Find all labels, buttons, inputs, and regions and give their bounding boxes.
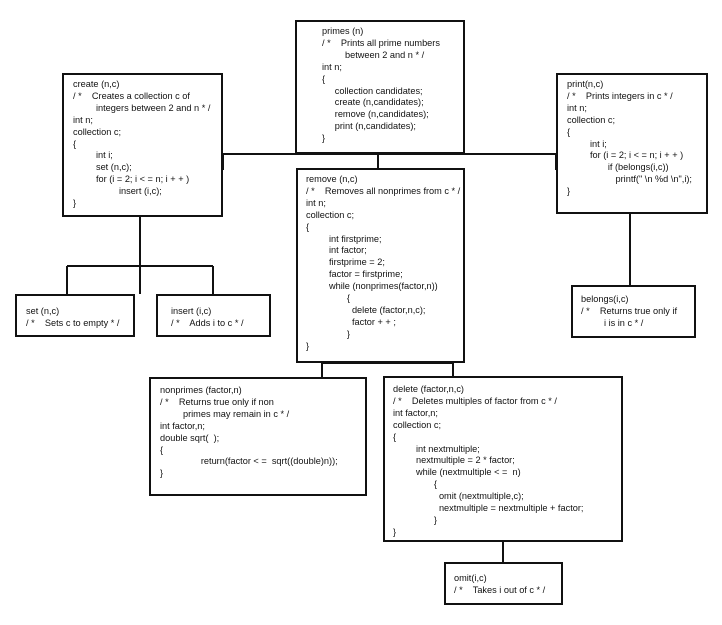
insert-code: insert (i,c)/ * Adds i to c * / [171,306,269,330]
primes-code: primes (n)/ * Prints all prime numbers b… [322,26,463,145]
remove-box: remove (n,c)/ * Removes all nonprimes fr… [296,168,465,363]
primes-line: remove (n,candidates); [322,109,429,120]
create-line: integers between 2 and n * / [73,102,211,113]
insert-box: insert (i,c)/ * Adds i to c * / [156,294,271,337]
primes-line: print (n,candidates); [322,121,416,132]
nonprimes-line: } [160,468,164,479]
delete-line: / * Deletes multiples of factor from c *… [393,395,557,406]
print-line: for (i = 2; i < = n; i + + ) [567,150,684,161]
remove-line: int factor; [306,245,367,256]
delete-line: while (nextmultiple < = n) [393,467,521,478]
print-line: int n; [567,102,587,113]
omit-line: omit(i,c) [454,573,487,583]
omit-line: / * Takes i out of c * / [454,584,546,595]
remove-line: collection c; [306,209,355,220]
nonprimes-line: primes may remain in c * / [160,408,290,419]
print-line: print(n,c) [567,79,604,89]
remove-line: { [306,221,310,232]
print-line: collection c; [567,114,616,125]
print-line: / * Prints integers in c * / [567,90,673,101]
create-line: create (n,c) [73,79,120,89]
create-line: set (n,c); [73,162,132,173]
primes-line: primes (n) [322,26,364,36]
create-code: create (n,c)/ * Creates a collection c o… [73,79,221,210]
delete-line: int factor,n; [393,407,438,418]
print-line: { [567,126,571,137]
omit-code: omit(i,c)/ * Takes i out of c * / [454,573,561,597]
belongs-box: belongs(i,c)/ * Returns true only if i i… [571,285,696,338]
create-line: / * Creates a collection c of [73,90,190,101]
print-line: printf(" \n %d \n",i); [567,174,692,185]
create-box: create (n,c)/ * Creates a collection c o… [62,73,223,217]
set-code: set (n,c)/ * Sets c to empty * / [26,306,133,330]
belongs-line: i is in c * / [581,317,644,328]
primes-line: } [322,133,326,144]
print-line: if (belongs(i,c)) [567,162,669,173]
create-line: for (i = 2; i < = n; i + + ) [73,174,190,185]
create-line: insert (i,c); [73,186,162,197]
delete-line: } [393,526,397,537]
remove-line: while (nonprimes(factor,n)) [306,281,438,292]
remove-line: } [306,340,310,351]
belongs-code: belongs(i,c)/ * Returns true only if i i… [581,294,694,330]
nonprimes-line: int factor,n; [160,420,205,431]
delete-line: { [393,479,437,490]
belongs-line: / * Returns true only if [581,305,677,316]
print-box: print(n,c)/ * Prints integers in c * /in… [556,73,708,214]
nonprimes-box: nonprimes (factor,n)/ * Returns true onl… [149,377,367,496]
nonprimes-code: nonprimes (factor,n)/ * Returns true onl… [160,385,365,480]
insert-line: insert (i,c) [171,306,212,316]
nonprimes-line: / * Returns true only if non [160,396,274,407]
omit-box: omit(i,c)/ * Takes i out of c * / [444,562,563,605]
set-line: set (n,c) [26,306,60,316]
remove-line: factor + + ; [306,316,396,327]
set-line: / * Sets c to empty * / [26,317,120,328]
insert-line: / * Adds i to c * / [171,317,244,328]
remove-line: remove (n,c) [306,174,358,184]
print-code: print(n,c)/ * Prints integers in c * /in… [567,79,706,198]
nonprimes-line: return(factor < = sqrt((double)n)); [160,456,338,467]
primes-line: between 2 and n * / [322,49,425,60]
remove-line: delete (factor,n,c); [306,304,426,315]
delete-line: collection c; [393,419,442,430]
set-box: set (n,c)/ * Sets c to empty * / [15,294,135,337]
create-line: collection c; [73,126,122,137]
remove-line: / * Removes all nonprimes from c * / [306,185,461,196]
print-line: } [567,186,571,197]
delete-line: delete (factor,n,c) [393,384,464,394]
primes-box: primes (n)/ * Prints all prime numbers b… [295,20,465,154]
remove-line: int n; [306,197,326,208]
delete-line: nextmultiple = nextmultiple + factor; [393,503,584,514]
create-line: int i; [73,150,113,161]
print-line: int i; [567,138,607,149]
nonprimes-line: double sqrt( ); [160,432,220,443]
create-line: { [73,138,77,149]
remove-line: } [306,328,350,339]
remove-line: { [306,293,350,304]
delete-line: nextmultiple = 2 * factor; [393,455,515,466]
primes-line: create (n,candidates); [322,97,424,108]
delete-line: int nextmultiple; [393,443,480,454]
delete-line: { [393,431,397,442]
delete-line: omit (nextmultiple,c); [393,491,524,502]
nonprimes-line: nonprimes (factor,n) [160,385,242,395]
remove-line: factor = firstprime; [306,269,403,280]
primes-line: collection candidates; [322,85,423,96]
create-line: } [73,198,77,209]
create-line: int n; [73,114,93,125]
delete-line: } [393,514,437,525]
remove-line: firstprime = 2; [306,257,385,268]
belongs-line: belongs(i,c) [581,294,629,304]
remove-code: remove (n,c)/ * Removes all nonprimes fr… [306,174,463,353]
remove-line: int firstprime; [306,233,382,244]
nonprimes-line: { [160,444,164,455]
primes-line: / * Prints all prime numbers [322,37,440,48]
delete-code: delete (factor,n,c)/ * Deletes multiples… [393,384,621,539]
delete-box: delete (factor,n,c)/ * Deletes multiples… [383,376,623,542]
primes-line: { [322,73,326,84]
primes-line: int n; [322,61,342,72]
